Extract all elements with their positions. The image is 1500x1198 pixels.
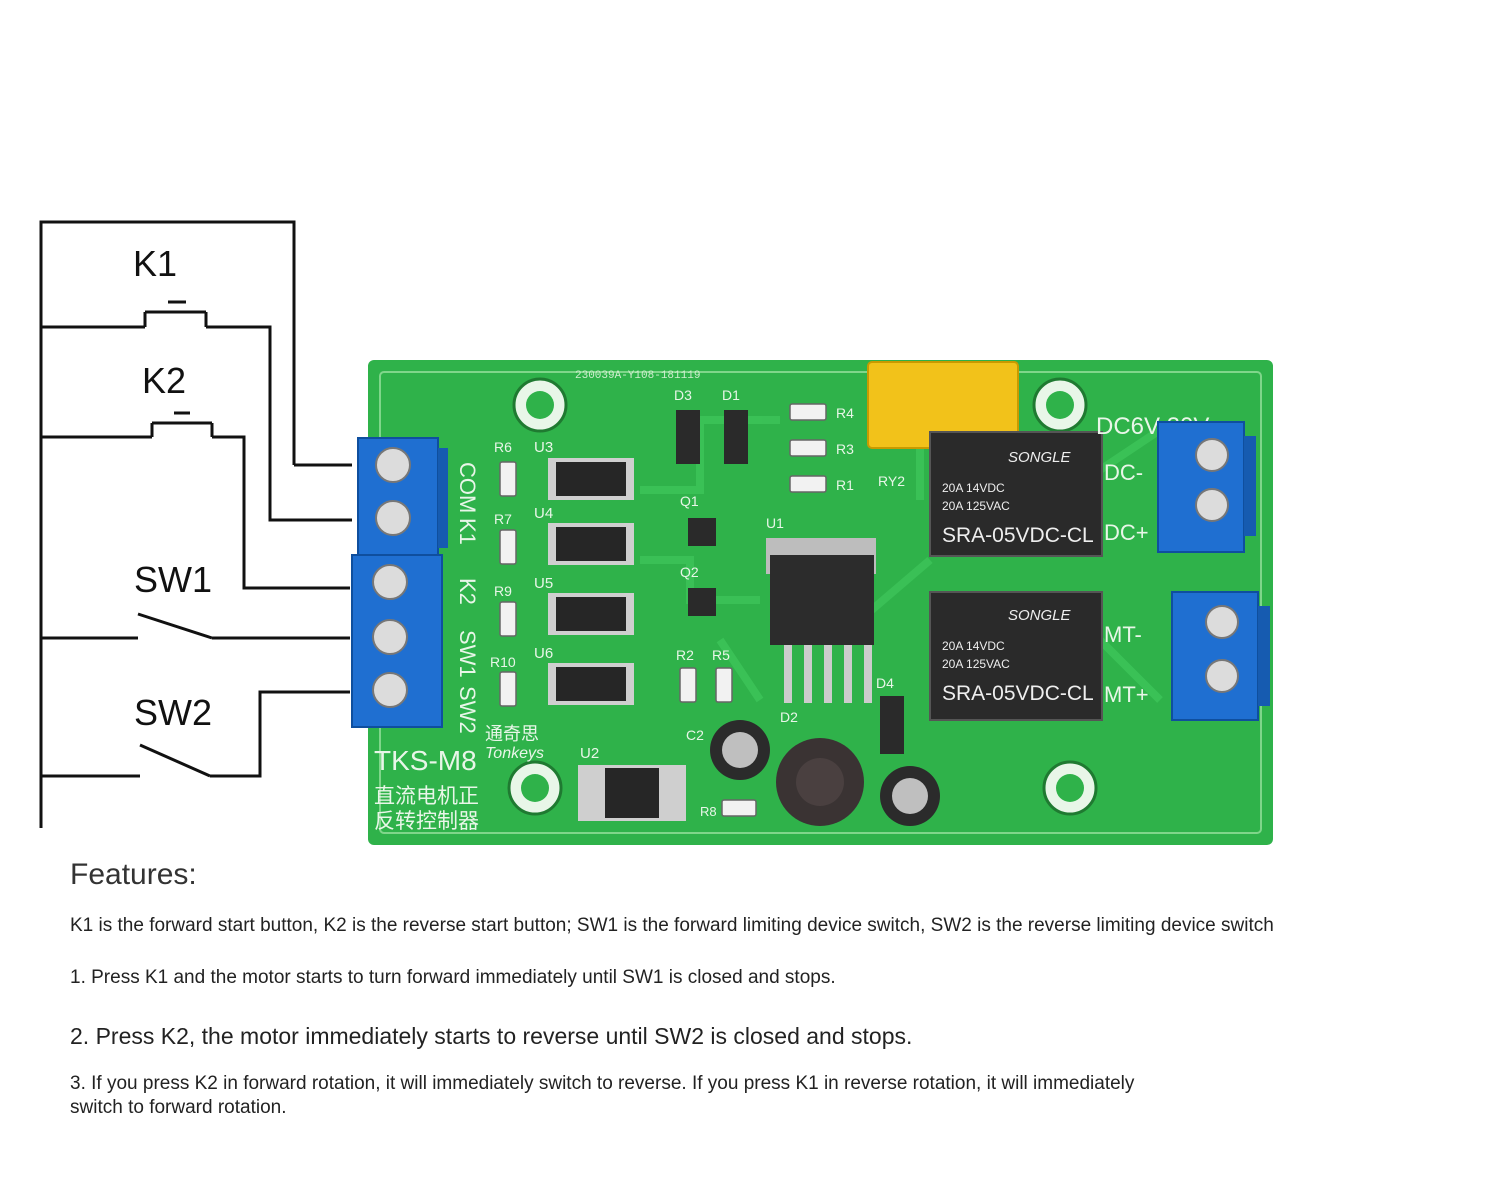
label-u2: U2 xyxy=(580,745,599,762)
label-d2: D2 xyxy=(780,709,798,725)
input-label-sw1: SW1 xyxy=(455,630,480,678)
label-u4: U4 xyxy=(534,505,553,522)
mounting-holes xyxy=(507,377,1098,816)
label-u6: U6 xyxy=(534,645,553,662)
features-heading: Features: xyxy=(70,858,197,891)
sw2-switch xyxy=(139,743,211,778)
label-u5: U5 xyxy=(534,575,553,592)
label-r3: R3 xyxy=(836,441,854,457)
label-r9: R9 xyxy=(494,583,512,599)
input-label-com: COM xyxy=(455,462,480,513)
label-r2: R2 xyxy=(676,647,694,663)
output-terminal-blocks xyxy=(1157,421,1270,721)
sw1-label: SW1 xyxy=(134,559,212,600)
label-r6: R6 xyxy=(494,439,512,455)
output-label-mt-minus: MT- xyxy=(1104,622,1142,647)
relay-2-brand: SONGLE xyxy=(1008,607,1072,624)
feature-item-3: 3. If you press K2 in forward rotation, … xyxy=(70,1073,1135,1118)
relay-1-brand: SONGLE xyxy=(1008,449,1072,466)
label-q1: Q1 xyxy=(680,493,699,509)
wiring-diagram: 230039A-Y108-181119 COM K1 K2 SW1 SW2 R6… xyxy=(39,220,1273,845)
k1-label: K1 xyxy=(133,243,177,284)
label-r5: R5 xyxy=(712,647,730,663)
relay-1-rating-2: 20A 125VAC xyxy=(942,499,1010,513)
feature-item-2: 2. Press K2, the motor immediately start… xyxy=(70,1023,913,1049)
brand-name: Tonkeys xyxy=(485,745,544,762)
model-label: TKS-M8 xyxy=(374,745,477,776)
label-u1: U1 xyxy=(766,515,784,531)
relay-2: SONGLE 20A 14VDC 20A 125VAC SRA-05VDC-CL xyxy=(929,591,1103,721)
label-r1: R1 xyxy=(836,477,854,493)
controller-board: 230039A-Y108-181119 COM K1 K2 SW1 SW2 R6… xyxy=(351,360,1273,845)
input-label-sw2: SW2 xyxy=(455,686,480,734)
label-r7: R7 xyxy=(494,511,512,527)
features-section: Features: K1 is the forward start button… xyxy=(70,858,1400,1120)
sw1-switch xyxy=(137,612,213,640)
label-d1: D1 xyxy=(722,387,740,403)
sw2-label: SW2 xyxy=(134,692,212,733)
relay-2-rating-1: 20A 14VDC xyxy=(942,639,1005,653)
input-terminal-block xyxy=(351,437,448,728)
terminal-screws xyxy=(372,447,411,708)
regulator-u1 xyxy=(766,538,876,703)
output-label-dc-plus: DC+ xyxy=(1104,520,1149,545)
feature-item-1: 1. Press K1 and the motor starts to turn… xyxy=(70,967,836,988)
output-label-mt-plus: MT+ xyxy=(1104,682,1149,707)
relay-1-model: SRA-05VDC-CL xyxy=(942,524,1094,547)
input-label-k2: K2 xyxy=(455,578,480,605)
brand-cn: 通奇思 xyxy=(485,724,539,744)
desc-line-1: 直流电机正 xyxy=(374,785,479,808)
k2-label: K2 xyxy=(142,360,186,401)
label-q2: Q2 xyxy=(680,564,699,580)
relay-2-model: SRA-05VDC-CL xyxy=(942,682,1094,705)
k1-push-button xyxy=(143,300,208,327)
label-ry2: RY2 xyxy=(878,473,905,489)
label-r10: R10 xyxy=(490,654,516,670)
label-u3: U3 xyxy=(534,439,553,456)
label-d4: D4 xyxy=(876,675,894,691)
output-label-dc-minus: DC- xyxy=(1104,460,1143,485)
features-intro: K1 is the forward start button, K2 is th… xyxy=(70,915,1274,936)
wires xyxy=(39,220,352,828)
relay-2-rating-2: 20A 125VAC xyxy=(942,657,1010,671)
label-r4: R4 xyxy=(836,405,854,421)
label-d3: D3 xyxy=(674,387,692,403)
desc-line-2: 反转控制器 xyxy=(374,810,479,833)
electrolytic-capacitors xyxy=(710,720,940,826)
board-serial: 230039A-Y108-181119 xyxy=(575,370,700,382)
k2-push-button xyxy=(150,411,214,437)
label-c2: C2 xyxy=(686,727,704,743)
label-r8: R8 xyxy=(700,804,717,819)
input-label-k1: K1 xyxy=(455,518,480,545)
relay-1: SONGLE 20A 14VDC 20A 125VAC SRA-05VDC-CL xyxy=(929,431,1103,557)
relay-1-rating-1: 20A 14VDC xyxy=(942,481,1005,495)
optocouplers xyxy=(548,458,634,705)
